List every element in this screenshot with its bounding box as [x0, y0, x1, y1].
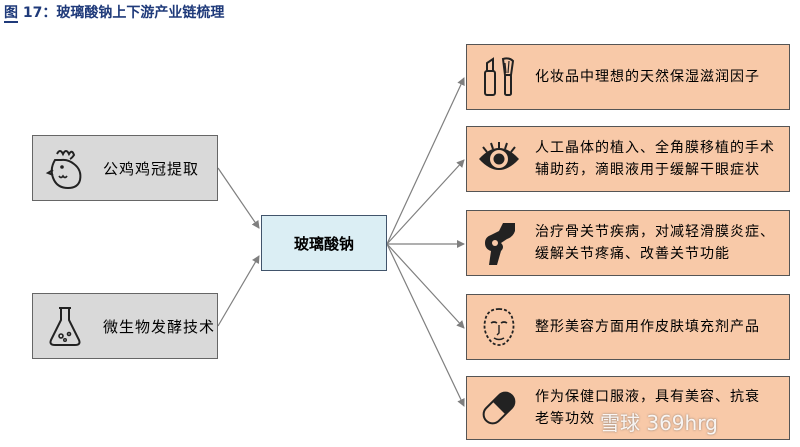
- application-line: 缓解关节疼痛、改善关节功能: [535, 246, 730, 262]
- application-line: 人工晶体的植入、全角膜移植的手术: [535, 140, 775, 156]
- cosmetics-icon: [484, 57, 515, 96]
- application-line: 辅助药，滴眼液用于缓解干眼症状: [535, 162, 760, 178]
- face-contour-icon: [483, 308, 515, 346]
- arrow-center-to-app-1: [386, 77, 465, 245]
- eye-icon: [479, 142, 519, 170]
- application-box-cosmetics: 化妆品中理想的天然保湿滋润因子: [466, 44, 790, 110]
- application-text-ophthalmic: 人工晶体的植入、全角膜移植的手术 辅助药，滴眼液用于缓解干眼症状: [535, 137, 775, 181]
- application-box-ophthalmic: 人工晶体的植入、全角膜移植的手术 辅助药，滴眼液用于缓解干眼症状: [466, 126, 790, 192]
- application-box-aesthetic: 整形美容方面用作皮肤填充剂产品: [466, 294, 790, 360]
- capsule-icon: [482, 391, 516, 425]
- center-label: 玻璃酸钠: [293, 234, 354, 253]
- title-underline: [4, 21, 18, 23]
- application-line: 治疗骨关节疾病，对减轻滑膜炎症、: [535, 224, 775, 240]
- source-box-rooster: 公鸡鸡冠提取: [32, 135, 218, 201]
- arrow-source-2-to-center: [217, 255, 260, 327]
- application-line: 整形美容方面用作皮肤填充剂产品: [535, 319, 760, 335]
- application-line: 老等功效: [535, 411, 595, 427]
- application-text-cosmetics: 化妆品中理想的天然保湿滋润因子: [535, 66, 760, 88]
- arrow-center-to-app-5: [386, 243, 465, 407]
- application-box-joint: 治疗骨关节疾病，对减轻滑膜炎症、 缓解关节疼痛、改善关节功能: [466, 210, 790, 276]
- rooster-head-icon: [45, 150, 82, 190]
- flask-icon: [49, 307, 81, 346]
- source-box-fermentation: 微生物发酵技术: [32, 293, 218, 359]
- application-line: 化妆品中理想的天然保湿滋润因子: [535, 69, 760, 85]
- application-line: 作为保健口服液，具有美容、抗衰: [535, 389, 760, 405]
- arrow-source-1-to-center: [217, 167, 260, 229]
- application-text-aesthetic: 整形美容方面用作皮肤填充剂产品: [535, 316, 760, 338]
- center-box: 玻璃酸钠: [261, 215, 387, 271]
- arrow-center-to-app-2: [386, 159, 465, 245]
- source-label-fermentation: 微生物发酵技术: [103, 317, 216, 336]
- source-label-rooster: 公鸡鸡冠提取: [103, 159, 200, 178]
- application-text-oral-health: 作为保健口服液，具有美容、抗衰 老等功效: [535, 386, 760, 430]
- application-text-joint: 治疗骨关节疾病，对减轻滑膜炎症、 缓解关节疼痛、改善关节功能: [535, 221, 775, 265]
- figure-title: 图 17：玻璃酸钠上下游产业链梳理: [4, 5, 225, 21]
- watermark: 雪球 369hrg: [600, 410, 718, 435]
- arrow-center-to-app-4: [386, 243, 465, 329]
- joint-bone-icon: [485, 223, 515, 265]
- application-box-oral-health: 作为保健口服液，具有美容、抗衰 老等功效: [466, 376, 790, 440]
